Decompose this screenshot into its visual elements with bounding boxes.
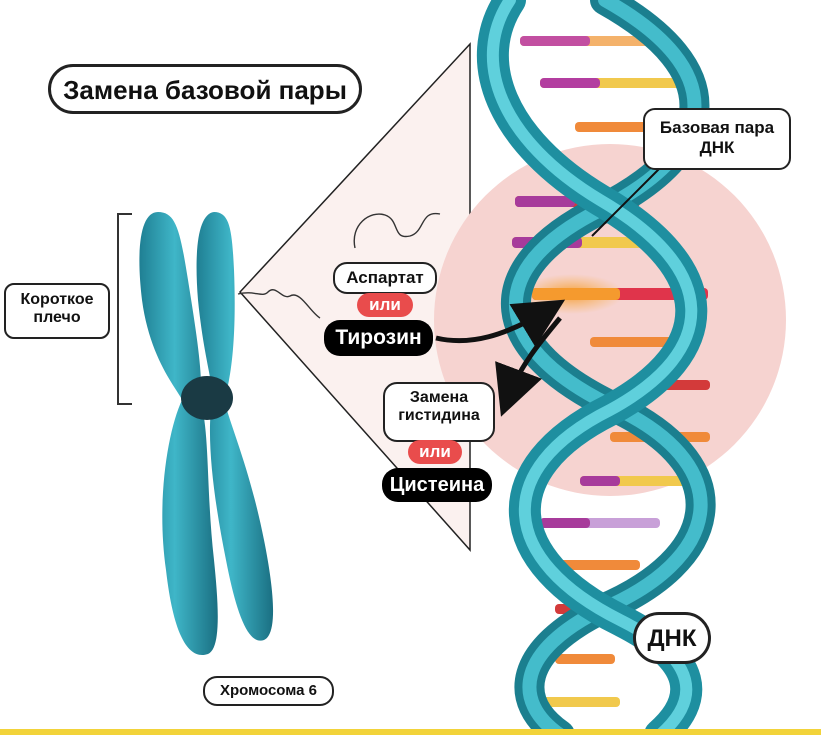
base-pair	[555, 654, 615, 664]
bottom-accent-line	[0, 729, 821, 735]
diagram-title: Замена базовой пары	[48, 64, 362, 114]
short-arm-bracket	[118, 214, 132, 404]
histidine-substitution-label: Замена гистидина	[383, 382, 495, 442]
or-pill-2: или	[408, 440, 462, 464]
mutated-base-pair	[532, 288, 620, 300]
base-pair	[540, 518, 590, 528]
base-pair	[540, 78, 600, 88]
base-pair	[515, 196, 575, 207]
base-pair-label: Базовая пара ДНК	[643, 108, 791, 170]
base-pair	[540, 697, 620, 707]
aspartate-label: Аспартат	[333, 262, 437, 294]
dna-label: ДНК	[633, 612, 711, 664]
short-arm-label: Короткое плечо	[4, 283, 110, 339]
centromere	[181, 376, 233, 420]
base-pair	[520, 36, 590, 46]
chromosome-label: Хромосома 6	[203, 676, 334, 706]
cysteine-label: Цистеина	[382, 468, 492, 502]
tyrosine-label: Тирозин	[324, 320, 433, 356]
base-pair	[580, 476, 620, 486]
or-pill-1: или	[357, 293, 413, 317]
